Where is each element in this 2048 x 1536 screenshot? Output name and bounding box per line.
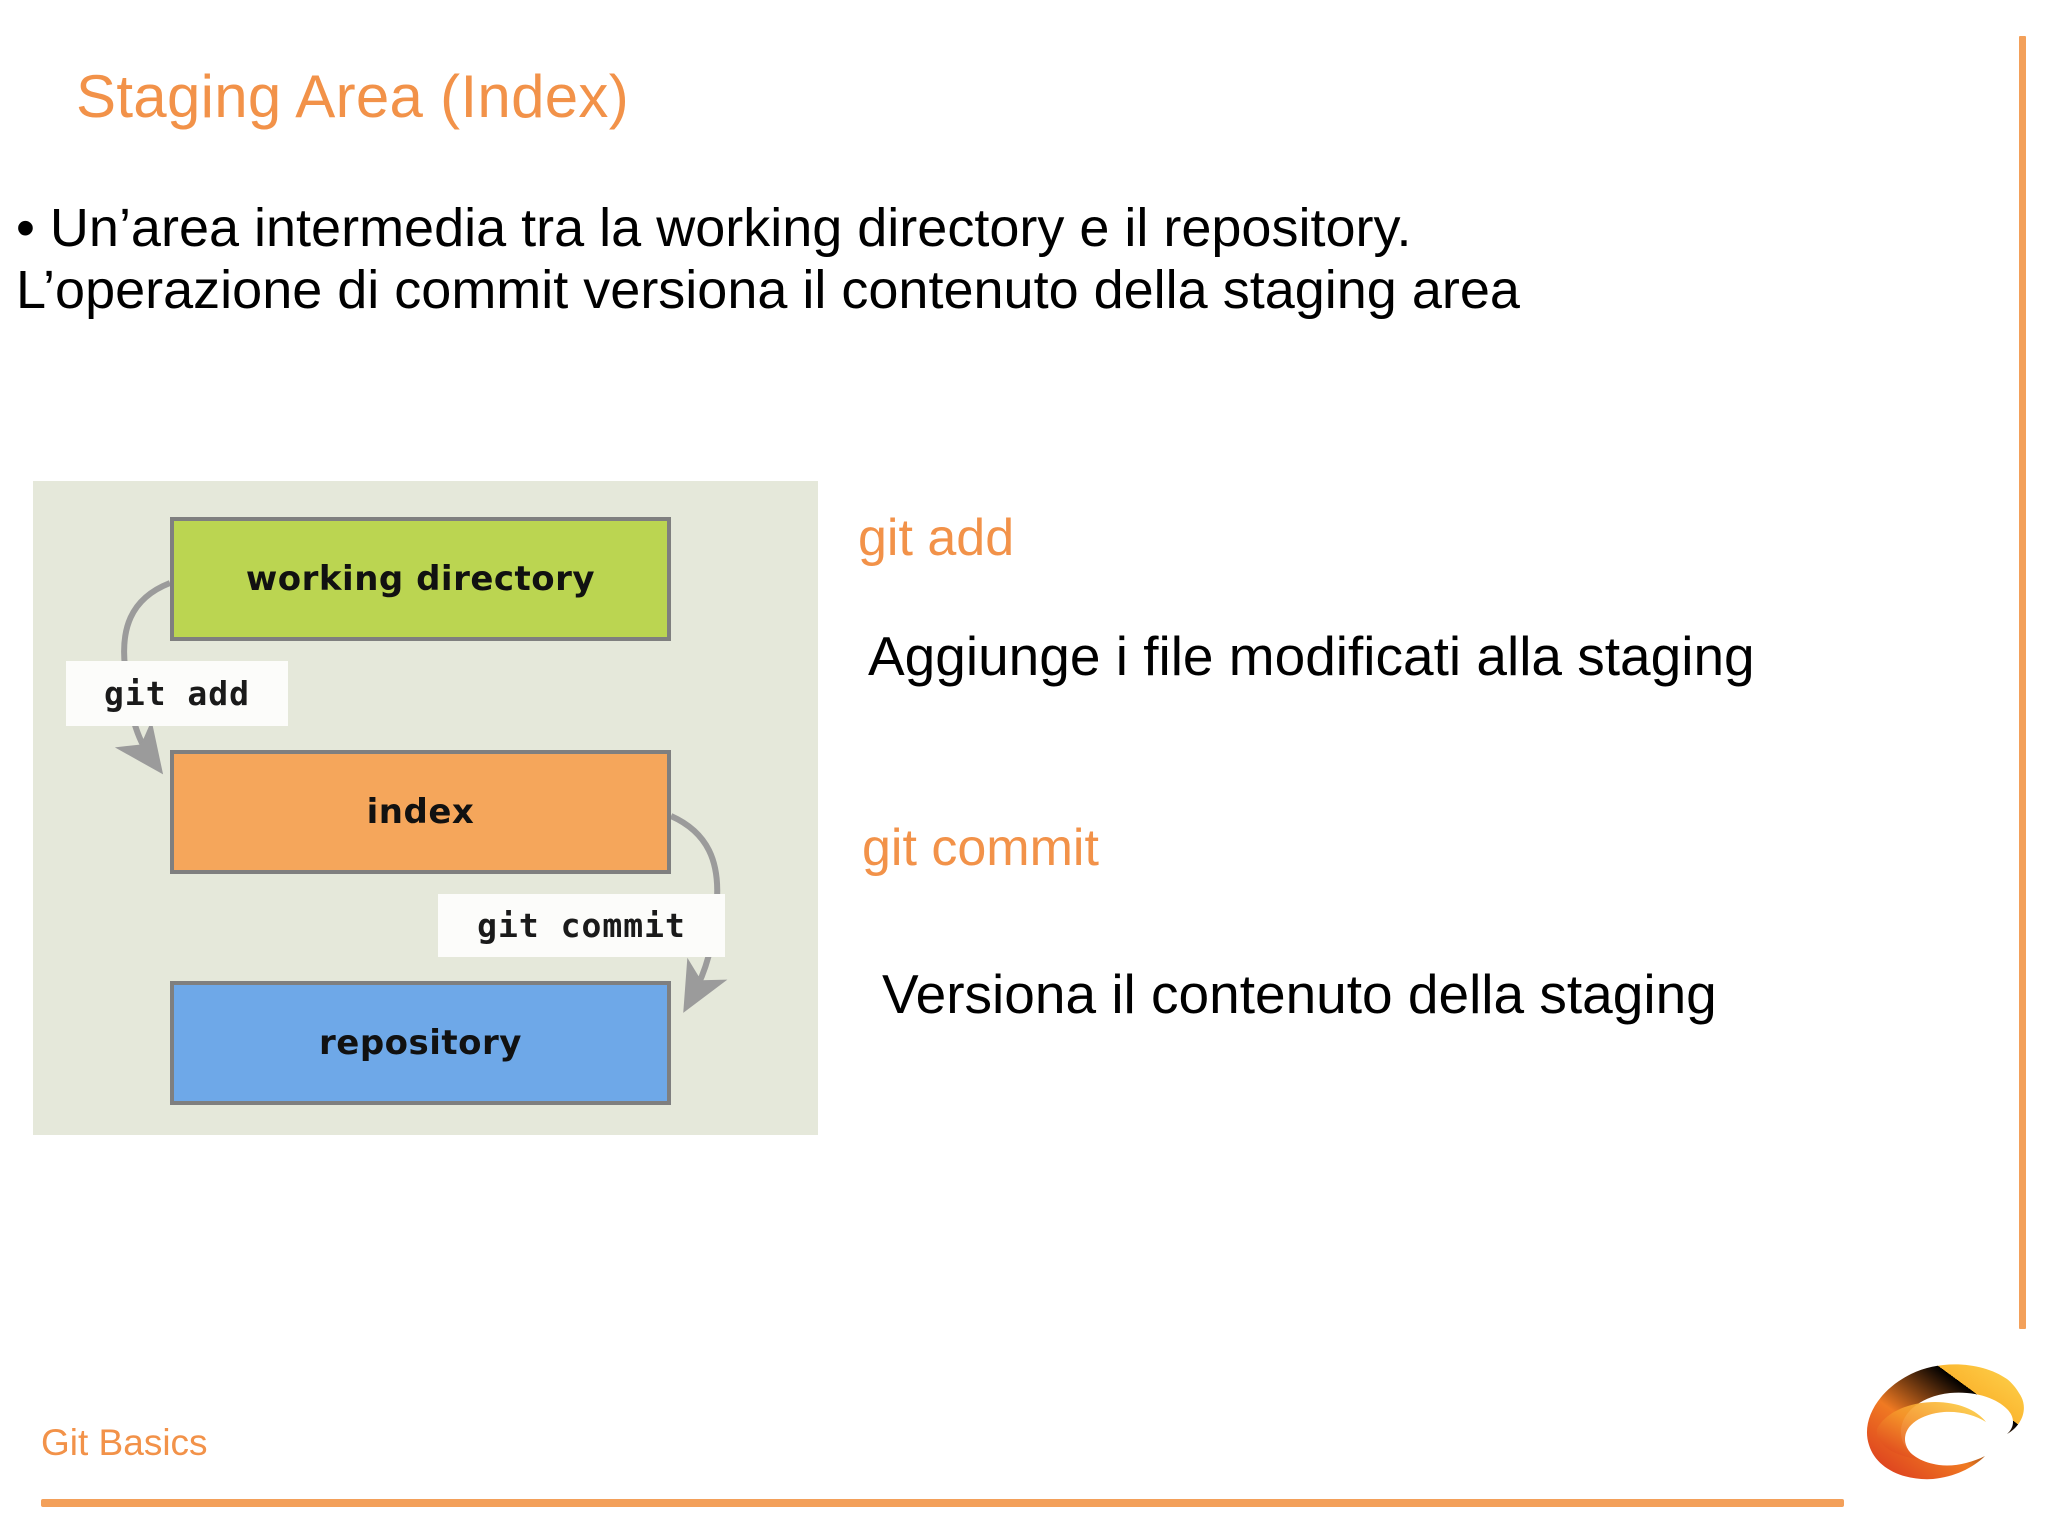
bottom-accent-rule [41, 1499, 1844, 1507]
page-title: Staging Area (Index) [76, 63, 630, 130]
diagram-node-working-directory: working directory [170, 517, 671, 641]
git-flow-diagram: working directory index repository git a… [33, 481, 818, 1135]
e-swirl-logo-icon [1866, 1364, 2024, 1480]
body-text-line-2: L’operazione di commit versiona il conte… [16, 259, 1520, 320]
diagram-label-git-commit: git commit [438, 894, 725, 957]
footer-label: Git Basics [41, 1422, 208, 1463]
body-text-block: • Un’area intermedia tra la working dire… [16, 198, 1946, 321]
section-heading-git-commit: git commit [862, 819, 1099, 877]
diagram-label-git-add: git add [66, 661, 288, 726]
section-description-git-commit: Versiona il contenuto della staging [882, 963, 1717, 1025]
diagram-node-index: index [170, 750, 671, 874]
diagram-node-repository: repository [170, 981, 671, 1105]
right-accent-rule [2019, 36, 2026, 1329]
section-description-git-add: Aggiunge i file modificati alla staging [868, 625, 1755, 687]
body-text-line-1: • Un’area intermedia tra la working dire… [16, 198, 1412, 258]
section-heading-git-add: git add [858, 509, 1015, 567]
